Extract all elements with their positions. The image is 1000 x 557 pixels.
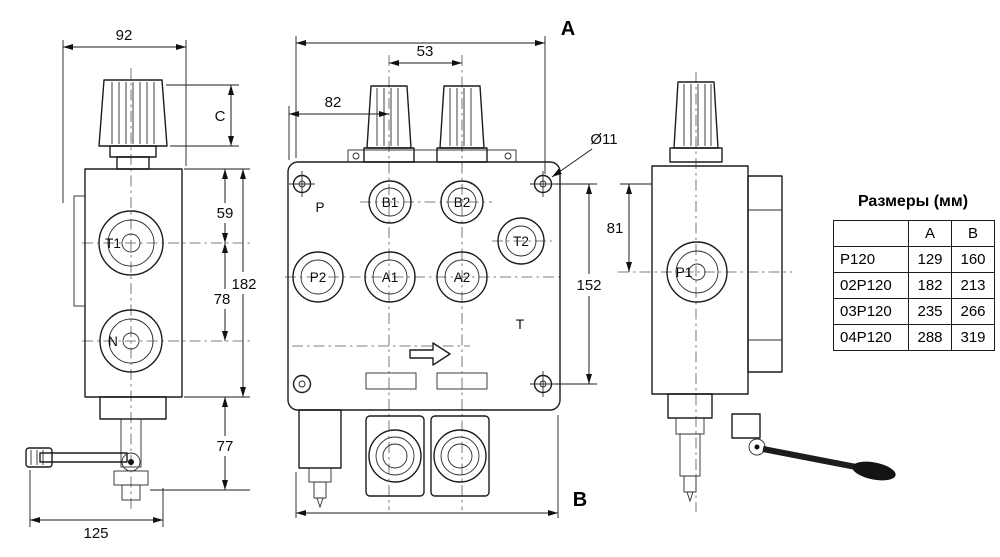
dim-53: 53 (389, 43, 462, 66)
dim-59-label: 59 (217, 205, 234, 222)
leader-line (551, 148, 593, 178)
front-view-bottom (298, 409, 490, 509)
cell-a: 129 (908, 246, 952, 273)
dim-B-label: B (573, 489, 587, 511)
dim-C: C (166, 84, 239, 147)
dim-78: 78 (214, 243, 231, 341)
dim-82-label: 82 (325, 94, 342, 111)
table-row: 03P120 235 266 (833, 298, 995, 325)
dim-82: 82 (288, 94, 389, 160)
front-view-knob-2 (436, 85, 488, 163)
cell-b: 266 (951, 298, 995, 325)
dim-59: 59 (184, 168, 250, 243)
port-label-a1: A1 (382, 270, 399, 285)
right-view-lever (667, 393, 896, 503)
right-view-body: P1 (651, 165, 783, 395)
dimensions-table-panel: Размеры (мм) A B P120 129 160 02P120 182… (833, 193, 995, 351)
dim-182: 182 (184, 169, 257, 398)
dim-182-label: 182 (231, 276, 256, 293)
mounting-hole (530, 371, 556, 397)
flow-arrow-icon (409, 342, 451, 366)
col-header-b: B (951, 220, 995, 247)
dim-125-label: 125 (83, 525, 108, 542)
cell-model: 02P120 (833, 272, 909, 299)
port-label-t2: T2 (513, 234, 529, 249)
dim-77: 77 (150, 397, 250, 491)
dim-78-label: 78 (214, 291, 231, 308)
dim-81: 81 (607, 183, 652, 272)
cell-a: 182 (908, 272, 952, 299)
cell-a: 288 (908, 324, 952, 351)
dim-125: 125 (29, 470, 164, 542)
port-label-p: P (315, 200, 324, 215)
table-header-row: A B (833, 220, 995, 247)
dim-B: B (295, 415, 587, 518)
port-label-t1: T1 (105, 236, 121, 251)
mounting-hole (289, 171, 315, 197)
dim-77-label: 77 (217, 438, 234, 455)
left-view: T1 N (25, 68, 250, 512)
table-row: 04P120 288 319 (833, 324, 995, 351)
cell-b: 160 (951, 246, 995, 273)
front-view-body: P B1 B2 P2 A1 A2 T2 T (287, 161, 561, 411)
table-row: P120 129 160 (833, 246, 995, 273)
dim-152: 152 (555, 183, 602, 385)
lever-grip (852, 461, 896, 481)
cell-model: P120 (833, 246, 909, 273)
dim-152-label: 152 (576, 277, 601, 294)
dim-92-label: 92 (116, 27, 133, 44)
front-view: P B1 B2 P2 A1 A2 T2 T (285, 55, 563, 510)
dim-diameter-11: Ø11 (551, 131, 618, 178)
port-label-a2: A2 (454, 270, 471, 285)
table-title: Размеры (мм) (857, 193, 969, 210)
dim-C-label: C (215, 108, 226, 125)
cell-model: 03P120 (833, 298, 909, 325)
mounting-hole (292, 374, 312, 394)
mounting-hole (530, 171, 556, 197)
port-label-p2: P2 (310, 270, 327, 285)
right-view-knob (669, 81, 723, 163)
dim-diameter-11-label: Ø11 (590, 131, 617, 148)
port-label-p1: P1 (676, 265, 693, 280)
dimensions-table: A B P120 129 160 02P120 182 213 03P120 2… (833, 220, 995, 351)
col-header-a: A (908, 220, 952, 247)
dim-53-label: 53 (417, 43, 434, 60)
dim-A-label: A (561, 18, 575, 40)
dim-81-label: 81 (607, 220, 624, 237)
port-label-b1: B1 (382, 195, 399, 210)
port-label-b2: B2 (454, 195, 471, 210)
cell-b: 319 (951, 324, 995, 351)
dim-92: 92 (62, 27, 187, 203)
left-view-body: T1 N (73, 168, 183, 398)
cell-a: 235 (908, 298, 952, 325)
col-header-model (833, 220, 909, 247)
cell-model: 04P120 (833, 324, 909, 351)
port-label-t: T (516, 317, 524, 332)
dim-A: A (295, 18, 575, 174)
cell-b: 213 (951, 272, 995, 299)
left-view-knob (98, 79, 168, 170)
table-row: 02P120 182 213 (833, 272, 995, 299)
port-label-n: N (108, 334, 118, 349)
right-view: P1 (618, 72, 896, 512)
left-view-lever (25, 396, 167, 501)
